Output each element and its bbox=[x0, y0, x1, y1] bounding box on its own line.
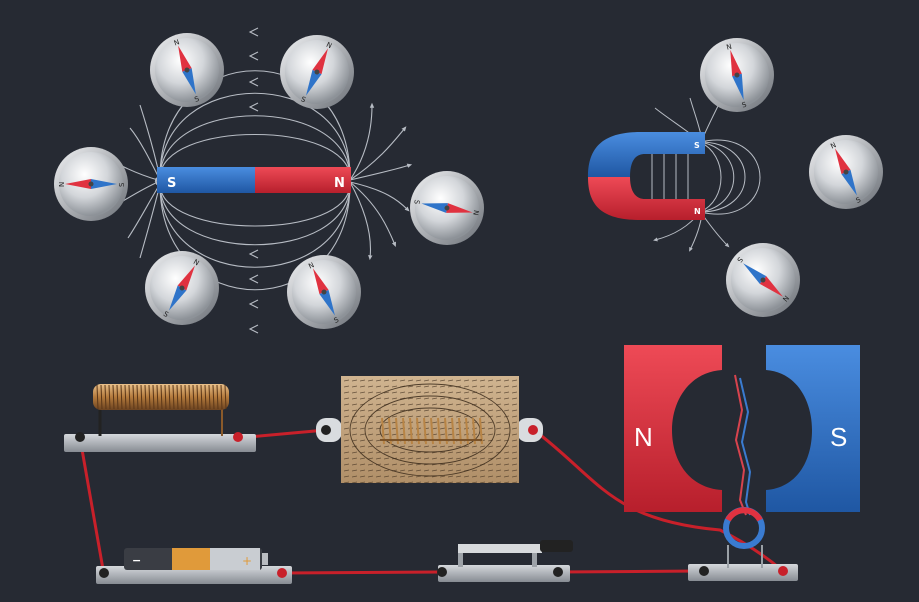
horseshoe-field-lines bbox=[650, 97, 761, 252]
bar-magnet-north-half bbox=[255, 167, 351, 193]
wire-switch-to-galvanometer bbox=[556, 569, 702, 574]
compass-needle-north bbox=[446, 203, 473, 213]
galvanometer-terminal-right[interactable] bbox=[778, 566, 788, 576]
compass-north-letter: N bbox=[726, 43, 733, 52]
compass: NS bbox=[410, 171, 484, 245]
compass-needle-south bbox=[306, 69, 322, 96]
battery-on-base: − + bbox=[96, 548, 292, 584]
board-terminal-left[interactable] bbox=[321, 425, 331, 435]
compass: NS bbox=[145, 251, 219, 325]
battery-terminal-right[interactable] bbox=[277, 568, 287, 578]
compass-north-letter: N bbox=[325, 41, 333, 50]
compass-south-letter: S bbox=[735, 255, 744, 264]
horseshoe-north-arm bbox=[588, 177, 705, 220]
wire-loop-blue bbox=[739, 377, 752, 516]
wire-battery-to-switch bbox=[280, 570, 444, 575]
compass: NS bbox=[700, 38, 774, 112]
compass-south-letter: S bbox=[118, 182, 126, 187]
wire-left-vertical bbox=[78, 436, 106, 577]
compass-needle-north bbox=[178, 45, 192, 72]
compass-north-letter: N bbox=[471, 209, 480, 216]
wire-loop-red bbox=[734, 374, 747, 516]
commutator-ring-red bbox=[725, 507, 763, 522]
bar-magnet: S N bbox=[157, 167, 351, 193]
compass-south-letter: S bbox=[741, 101, 748, 110]
compass-needle-south bbox=[319, 289, 335, 316]
galvanometer-terminal-left[interactable] bbox=[699, 566, 709, 576]
compass: NS bbox=[809, 135, 883, 209]
compass: NS bbox=[280, 35, 354, 109]
horseshoe-magnet: S N bbox=[588, 132, 705, 220]
horseshoe-south-label: S bbox=[694, 141, 700, 150]
compass-needle-north bbox=[759, 276, 783, 297]
bar-magnet-north-label: N bbox=[334, 176, 345, 191]
compass-needle-north bbox=[65, 179, 91, 189]
horseshoe-south-arm bbox=[588, 132, 705, 177]
compass-north-letter: N bbox=[173, 38, 181, 47]
block-magnets: N S bbox=[624, 345, 860, 516]
switch-base bbox=[438, 565, 570, 582]
switch-terminal-right[interactable] bbox=[553, 567, 563, 577]
compass-needle-north bbox=[835, 148, 851, 175]
compass-north-letter: N bbox=[307, 261, 315, 270]
compass-south-letter: S bbox=[855, 196, 863, 205]
compass-needle-south bbox=[91, 179, 117, 189]
compass-north-letter: N bbox=[829, 141, 837, 150]
compass-needle-south bbox=[169, 285, 187, 311]
compass-needle-north bbox=[730, 49, 742, 77]
compass-north-letter: N bbox=[192, 258, 201, 268]
compass: NS bbox=[287, 255, 361, 329]
compass-south-letter: S bbox=[162, 310, 170, 319]
compass: NS bbox=[150, 33, 224, 107]
compass-needle-north bbox=[177, 265, 195, 291]
switch-handle[interactable] bbox=[540, 540, 573, 552]
compass-needle-south bbox=[732, 73, 744, 101]
compass-needle-south bbox=[841, 169, 857, 196]
bar-magnet-south-label: S bbox=[167, 176, 176, 191]
compass-needle-south bbox=[743, 263, 767, 284]
galvanometer bbox=[688, 507, 798, 581]
compass-north-letter: N bbox=[781, 294, 791, 303]
coil-terminal-right[interactable] bbox=[233, 432, 243, 442]
compass-needle-north bbox=[313, 268, 329, 295]
coil-terminal-left[interactable] bbox=[75, 432, 85, 442]
compass-north-letter: N bbox=[58, 182, 66, 187]
compass-south-letter: S bbox=[412, 199, 421, 205]
compass-south-letter: S bbox=[333, 316, 341, 325]
battery-plus-label: + bbox=[242, 554, 252, 568]
compass: NS bbox=[726, 243, 800, 317]
coil-base-plate bbox=[64, 434, 256, 452]
compass-south-letter: S bbox=[299, 95, 307, 104]
compass-needle-south bbox=[182, 68, 196, 95]
battery-minus-label: − bbox=[132, 554, 141, 567]
compass-south-letter: S bbox=[193, 95, 200, 104]
bar-magnet-south-half bbox=[157, 167, 255, 193]
switch-terminal-left[interactable] bbox=[437, 567, 447, 577]
battery-terminal-left[interactable] bbox=[99, 568, 109, 578]
compass-needle-south bbox=[421, 203, 448, 213]
block-magnet-south bbox=[766, 345, 860, 512]
compass-needle-north bbox=[312, 48, 328, 75]
coil-on-base bbox=[64, 384, 256, 452]
iron-filings-board bbox=[316, 376, 543, 483]
block-magnet-south-label: S bbox=[830, 422, 847, 452]
block-magnet-north-label: N bbox=[634, 422, 653, 452]
bar-magnet-field-lines bbox=[107, 27, 413, 334]
horseshoe-north-label: N bbox=[694, 207, 701, 216]
board-terminal-right[interactable] bbox=[528, 425, 538, 435]
knife-switch[interactable] bbox=[437, 540, 573, 582]
block-magnet-north bbox=[624, 345, 722, 512]
